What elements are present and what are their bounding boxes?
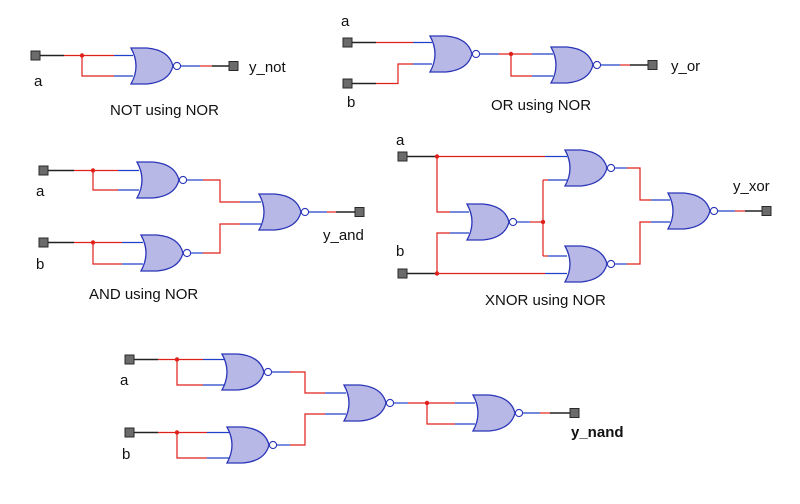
input-pin-a[interactable] — [38, 165, 49, 176]
junction-dot — [434, 154, 440, 159]
nor-gate-b — [226, 426, 278, 464]
junction-dot — [90, 240, 96, 245]
input-label-b: b — [347, 94, 355, 111]
input-pin-b[interactable] — [342, 78, 353, 89]
input-label-a: a — [120, 372, 129, 389]
xnor-using-nor-circuit: a b y_xor XNOR using NOR — [396, 132, 772, 309]
junction-dot — [90, 168, 96, 173]
nor-gate-2 — [550, 46, 602, 84]
input-label-b: b — [122, 446, 130, 463]
input-label-b: b — [36, 256, 44, 273]
junction-dot — [508, 51, 514, 57]
nor-gate-1 — [429, 35, 481, 73]
output-pin-y-xor[interactable] — [761, 206, 772, 216]
nor-gate-upper — [564, 149, 616, 187]
nor-gate-out — [258, 193, 310, 231]
input-label-b: b — [396, 243, 404, 260]
nor-gate — [130, 47, 182, 85]
input-pin-b[interactable] — [397, 268, 408, 279]
input-label-a: a — [36, 183, 45, 200]
nand-using-nor-circuit: a b y_nand — [120, 353, 624, 464]
nor-gate-mid — [466, 203, 518, 241]
caption-or-using-nor: OR using NOR — [491, 97, 591, 114]
and-using-nor-circuit: a b y_and AND using NOR — [36, 161, 365, 303]
nor-gate-out — [472, 394, 524, 432]
junction-dot — [174, 357, 180, 362]
nor-gate-out — [667, 192, 719, 230]
nor-gate-lower — [564, 245, 616, 283]
nor-gate-b — [140, 234, 192, 272]
output-pin-y-and[interactable] — [354, 207, 365, 217]
output-label-y-not: y_not — [249, 59, 287, 76]
input-pin-a[interactable] — [124, 354, 135, 365]
or-using-nor-circuit: a b y_or OR using NOR — [341, 13, 700, 114]
junction-dot — [434, 271, 440, 276]
junction-dot — [79, 53, 85, 58]
input-pin-b[interactable] — [38, 237, 49, 248]
junction-dot — [540, 219, 546, 225]
caption-xnor-using-nor: XNOR using NOR — [485, 292, 606, 309]
input-label-a: a — [396, 132, 405, 149]
not-using-nor-circuit: a y_not NOT using NOR — [30, 47, 287, 119]
output-label-y-nand: y_nand — [571, 424, 624, 441]
nor-gate-mid — [343, 384, 395, 422]
input-label-a: a — [341, 13, 350, 30]
caption-not-using-nor: NOT using NOR — [110, 102, 219, 119]
input-pin-a[interactable] — [342, 37, 353, 48]
output-pin-y-or[interactable] — [647, 60, 658, 70]
input-pin-b[interactable] — [124, 427, 135, 438]
input-pin-a[interactable] — [30, 50, 41, 61]
output-label-y-or: y_or — [671, 58, 700, 75]
input-pin-a[interactable] — [397, 151, 408, 162]
output-label-y-xor: y_xor — [733, 178, 770, 195]
nor-gate-a — [221, 353, 273, 391]
output-pin-y-nand[interactable] — [569, 408, 580, 418]
output-pin-y-not[interactable] — [228, 61, 239, 71]
input-label-a: a — [34, 73, 43, 90]
caption-and-using-nor: AND using NOR — [89, 286, 198, 303]
junction-dot — [424, 400, 430, 406]
junction-dot — [174, 430, 180, 435]
output-label-y-and: y_and — [323, 227, 364, 244]
nor-gate-a — [136, 161, 188, 199]
